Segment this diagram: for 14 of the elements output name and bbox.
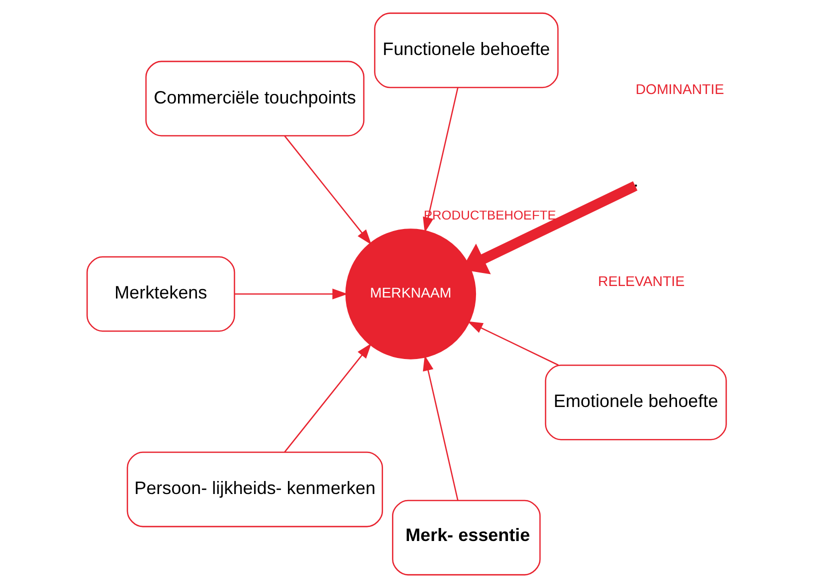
arrow [422,355,458,500]
label: DOMINANTIE [635,80,724,97]
arrow [284,135,371,245]
arrow [466,321,558,366]
node-box: Commerciële touchpoints [144,60,364,136]
node-box: Merk- essentie [392,500,540,576]
node-box: Merktekens [86,256,235,332]
node-box: Persoon- lijkheids- kenmerken [126,452,383,528]
arrow [284,343,371,453]
arrow [422,88,458,233]
node-box: Emotionele behoefte [544,364,726,440]
node-box: Functionele behoefte [374,12,558,88]
label: RELEVANTIE [598,273,684,290]
arrow [234,288,348,300]
